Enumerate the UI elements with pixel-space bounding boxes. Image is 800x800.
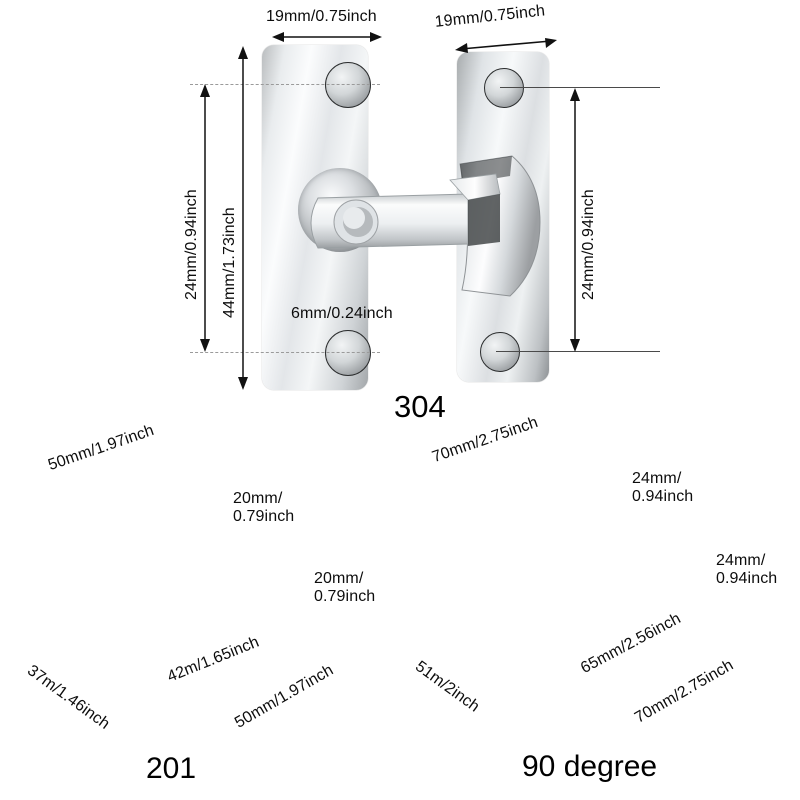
dim-label-24mm-lower-90: 24mm/ 0.94inch bbox=[716, 552, 800, 589]
dim-arrow-19mm-left bbox=[272, 32, 382, 42]
diagram-201: 50mm/1.97inch 20mm/ 0.79inch 20mm/ 0.79i… bbox=[0, 422, 400, 800]
dim-20mm-upper-line1: 20mm/ bbox=[233, 490, 283, 507]
dim-arrow-44mm-left bbox=[238, 46, 248, 390]
dim-24mm-lower-line2: 0.94inch bbox=[716, 570, 778, 588]
screw-bottom-right bbox=[480, 332, 520, 372]
latch-201-illustration bbox=[0, 430, 400, 800]
dim-label-19mm-right: 19mm/0.75inch bbox=[434, 2, 546, 31]
dim-label-19mm-left: 19mm/0.75inch bbox=[266, 8, 377, 25]
pivot-latch-arm bbox=[310, 173, 501, 249]
dim-arrow-19mm-right bbox=[455, 38, 557, 53]
dim-label-6mm: 6mm/0.24inch bbox=[291, 305, 393, 322]
dim-label-24mm-right: 24mm/0.94inch bbox=[580, 189, 597, 300]
model-label-304: 304 bbox=[394, 389, 446, 424]
dim-label-44mm-left: 44mm/1.73inch bbox=[221, 207, 238, 318]
extension-line-bottom-left bbox=[190, 352, 380, 353]
dim-label-20mm-lower-201: 20mm/ 0.79inch bbox=[314, 570, 400, 607]
model-label-201: 201 bbox=[146, 752, 197, 785]
dim-20mm-upper-line2: 0.79inch bbox=[233, 508, 295, 526]
dim-arrow-24mm-left bbox=[200, 84, 210, 352]
screw-top-right bbox=[484, 68, 524, 108]
dim-label-24mm-left: 24mm/0.94inch bbox=[183, 189, 200, 300]
dim-20mm-lower-line2: 0.79inch bbox=[314, 588, 376, 606]
latch-90-illustration bbox=[400, 430, 800, 800]
diagram-90-degree: 70mm/2.75inch 24mm/ 0.94inch 24mm/ 0.94i… bbox=[400, 414, 800, 800]
dim-label-20mm-upper-201: 20mm/ 0.79inch bbox=[233, 490, 319, 527]
extension-line-bottom-right bbox=[496, 351, 660, 352]
extension-line-top-left bbox=[190, 84, 380, 85]
model-label-90-degree: 90 degree bbox=[522, 750, 658, 783]
screw-bottom-left bbox=[325, 330, 371, 376]
dim-20mm-lower-line1: 20mm/ bbox=[314, 570, 364, 587]
diagram-304: 19mm/0.75inch 19mm/0.75inch 24mm/0.94inc… bbox=[183, 2, 660, 424]
extension-line-top-right bbox=[500, 87, 660, 88]
dim-24mm-upper-line1: 24mm/ bbox=[632, 470, 682, 487]
screw-top-left bbox=[325, 62, 371, 108]
dim-label-24mm-upper-90: 24mm/ 0.94inch bbox=[632, 470, 718, 507]
dim-24mm-upper-line2: 0.94inch bbox=[632, 488, 694, 506]
dim-arrow-24mm-right bbox=[570, 88, 580, 352]
dim-24mm-lower-line1: 24mm/ bbox=[716, 552, 766, 569]
